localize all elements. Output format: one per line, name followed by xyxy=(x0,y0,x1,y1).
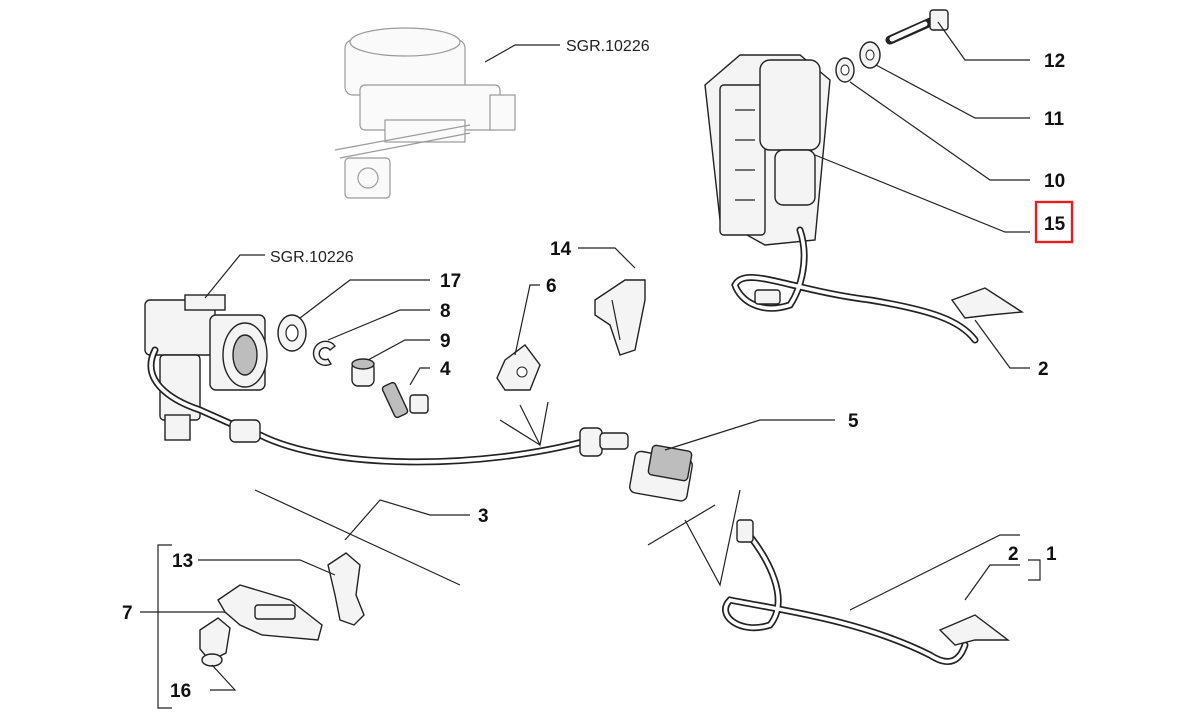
callout-8[interactable]: 8 xyxy=(440,301,451,322)
callout-5[interactable]: 5 xyxy=(848,411,859,432)
carburettor-reference-drawing xyxy=(334,27,516,199)
washer-11 xyxy=(859,41,881,69)
screw-4 xyxy=(381,381,429,419)
bracket-6 xyxy=(496,344,541,391)
hose-2-upper xyxy=(731,226,1025,344)
clip-14 xyxy=(594,279,646,356)
leader-lines xyxy=(140,21,1041,709)
bolt-12 xyxy=(885,9,949,45)
reference-label-carburettor: SGR.10226 xyxy=(566,38,650,55)
clip-13 xyxy=(327,552,365,626)
callout-2-upper[interactable]: 2 xyxy=(1038,359,1049,380)
washer-10 xyxy=(835,57,855,83)
support-bracket-7 xyxy=(217,584,323,641)
callout-10[interactable]: 10 xyxy=(1044,171,1065,192)
callout-14[interactable]: 14 xyxy=(550,239,572,260)
highlight-box xyxy=(1034,200,1074,244)
accelerator-cable-3 xyxy=(147,346,629,466)
callout-6[interactable]: 6 xyxy=(546,276,557,297)
throttle-body-drawing xyxy=(144,294,268,441)
grommet-5 xyxy=(629,444,693,502)
actuator-15 xyxy=(704,54,831,246)
callout-7[interactable]: 7 xyxy=(122,603,133,624)
callout-11[interactable]: 11 xyxy=(1044,109,1065,130)
reference-label-throttle: SGR.10226 xyxy=(270,249,354,266)
bush-9 xyxy=(351,358,375,387)
callout-17[interactable]: 17 xyxy=(440,271,461,292)
callout-1[interactable]: 1 xyxy=(1046,544,1057,565)
callout-12[interactable]: 12 xyxy=(1044,51,1065,72)
callout-16[interactable]: 16 xyxy=(170,681,191,702)
clip-16 xyxy=(199,617,231,667)
callout-9[interactable]: 9 xyxy=(440,331,451,352)
clip-8 xyxy=(312,340,336,367)
callout-13[interactable]: 13 xyxy=(172,551,193,572)
hose-2-lower xyxy=(722,519,1011,665)
washer-17 xyxy=(277,314,307,352)
callout-15[interactable]: 15 xyxy=(1044,214,1066,235)
callout-4[interactable]: 4 xyxy=(440,359,451,380)
callout-3[interactable]: 3 xyxy=(478,506,489,527)
callout-2-lower[interactable]: 2 xyxy=(1008,544,1019,565)
